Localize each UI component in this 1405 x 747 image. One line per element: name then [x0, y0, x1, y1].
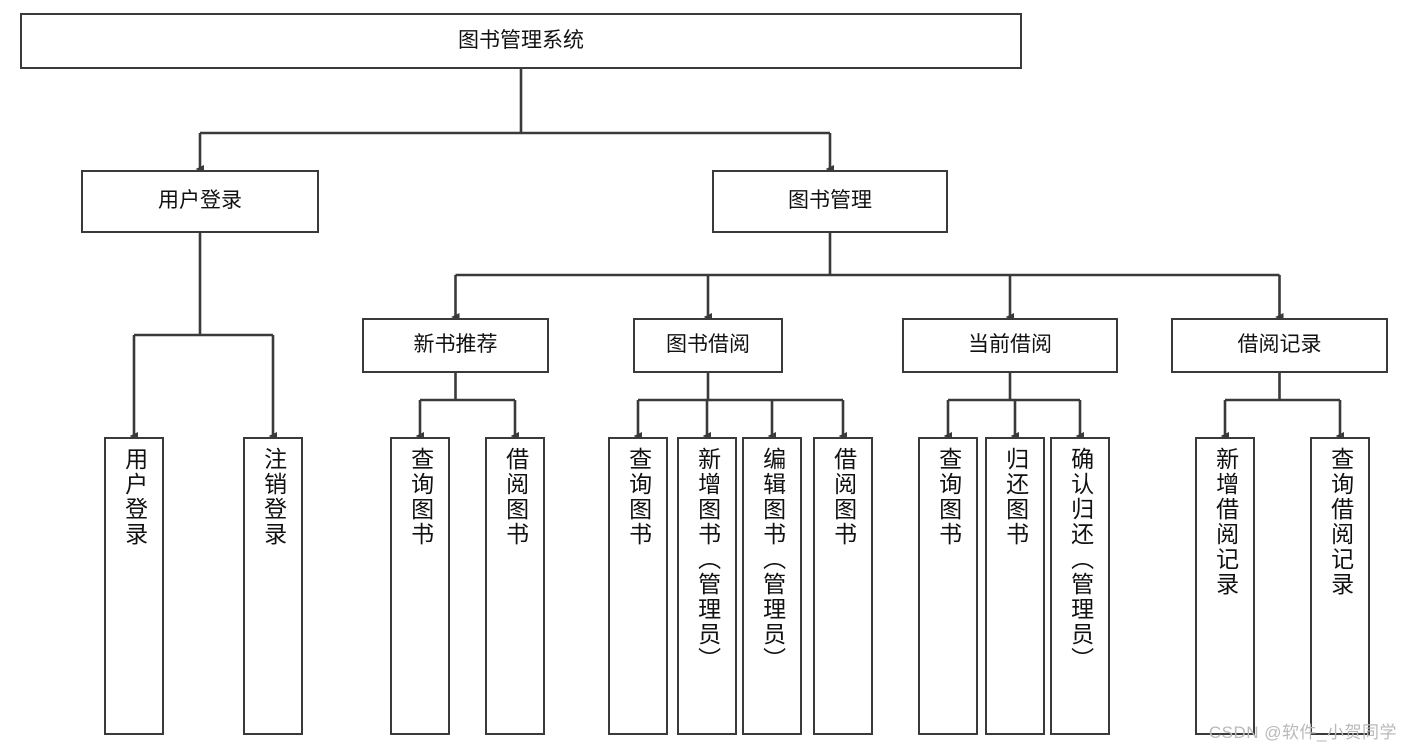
leaf-borrow-book-1-label: 借阅图书 [502, 447, 529, 547]
leaf-return-book[interactable]: 归还图书 [985, 437, 1045, 735]
node-current-borrowing[interactable]: 当前借阅 [902, 318, 1118, 373]
node-book-management-label: 图书管理 [788, 189, 872, 213]
connector-group [129, 69, 1345, 441]
leaf-user-login[interactable]: 用户登录 [104, 437, 164, 735]
node-borrowing-record[interactable]: 借阅记录 [1171, 318, 1388, 373]
leaf-return-book-label: 归还图书 [1002, 447, 1029, 547]
leaf-logout-label: 注销登录 [260, 447, 287, 547]
leaf-edit-book-label: 编辑图书（管理员） [759, 447, 786, 672]
leaf-add-book[interactable]: 新增图书（管理员） [677, 437, 737, 735]
leaf-query-book-3[interactable]: 查询图书 [918, 437, 978, 735]
leaf-edit-book[interactable]: 编辑图书（管理员） [742, 437, 802, 735]
leaf-query-book-3-label: 查询图书 [935, 447, 962, 547]
node-root-label: 图书管理系统 [458, 28, 584, 52]
leaf-borrow-book-1[interactable]: 借阅图书 [485, 437, 545, 735]
node-book-borrowing[interactable]: 图书借阅 [633, 318, 783, 373]
leaf-user-login-label: 用户登录 [121, 447, 148, 547]
leaf-query-borrow-record-label: 查询借阅记录 [1327, 447, 1354, 597]
leaf-query-book-2-label: 查询图书 [625, 447, 652, 547]
leaf-query-book-1[interactable]: 查询图书 [390, 437, 450, 735]
leaf-borrow-book-2[interactable]: 借阅图书 [813, 437, 873, 735]
leaf-confirm-return-label: 确认归还（管理员） [1067, 447, 1094, 672]
node-current-borrowing-label: 当前借阅 [968, 333, 1052, 357]
leaf-add-borrow-record[interactable]: 新增借阅记录 [1195, 437, 1255, 735]
leaf-query-book-2[interactable]: 查询图书 [608, 437, 668, 735]
leaf-add-borrow-record-label: 新增借阅记录 [1212, 447, 1239, 597]
leaf-logout[interactable]: 注销登录 [243, 437, 303, 735]
node-new-book-recommendation[interactable]: 新书推荐 [362, 318, 549, 373]
node-borrowing-record-label: 借阅记录 [1237, 333, 1322, 357]
node-book-management[interactable]: 图书管理 [712, 170, 948, 233]
node-root[interactable]: 图书管理系统 [20, 13, 1022, 69]
leaf-borrow-book-2-label: 借阅图书 [830, 447, 857, 547]
leaf-confirm-return[interactable]: 确认归还（管理员） [1050, 437, 1110, 735]
leaf-query-book-1-label: 查询图书 [407, 447, 434, 547]
node-user-login[interactable]: 用户登录 [81, 170, 319, 233]
node-user-login-label: 用户登录 [158, 189, 242, 213]
node-book-borrowing-label: 图书借阅 [666, 333, 750, 357]
leaf-add-book-label: 新增图书（管理员） [694, 447, 721, 672]
leaf-query-borrow-record[interactable]: 查询借阅记录 [1310, 437, 1370, 735]
node-new-book-recommendation-label: 新书推荐 [413, 333, 498, 357]
